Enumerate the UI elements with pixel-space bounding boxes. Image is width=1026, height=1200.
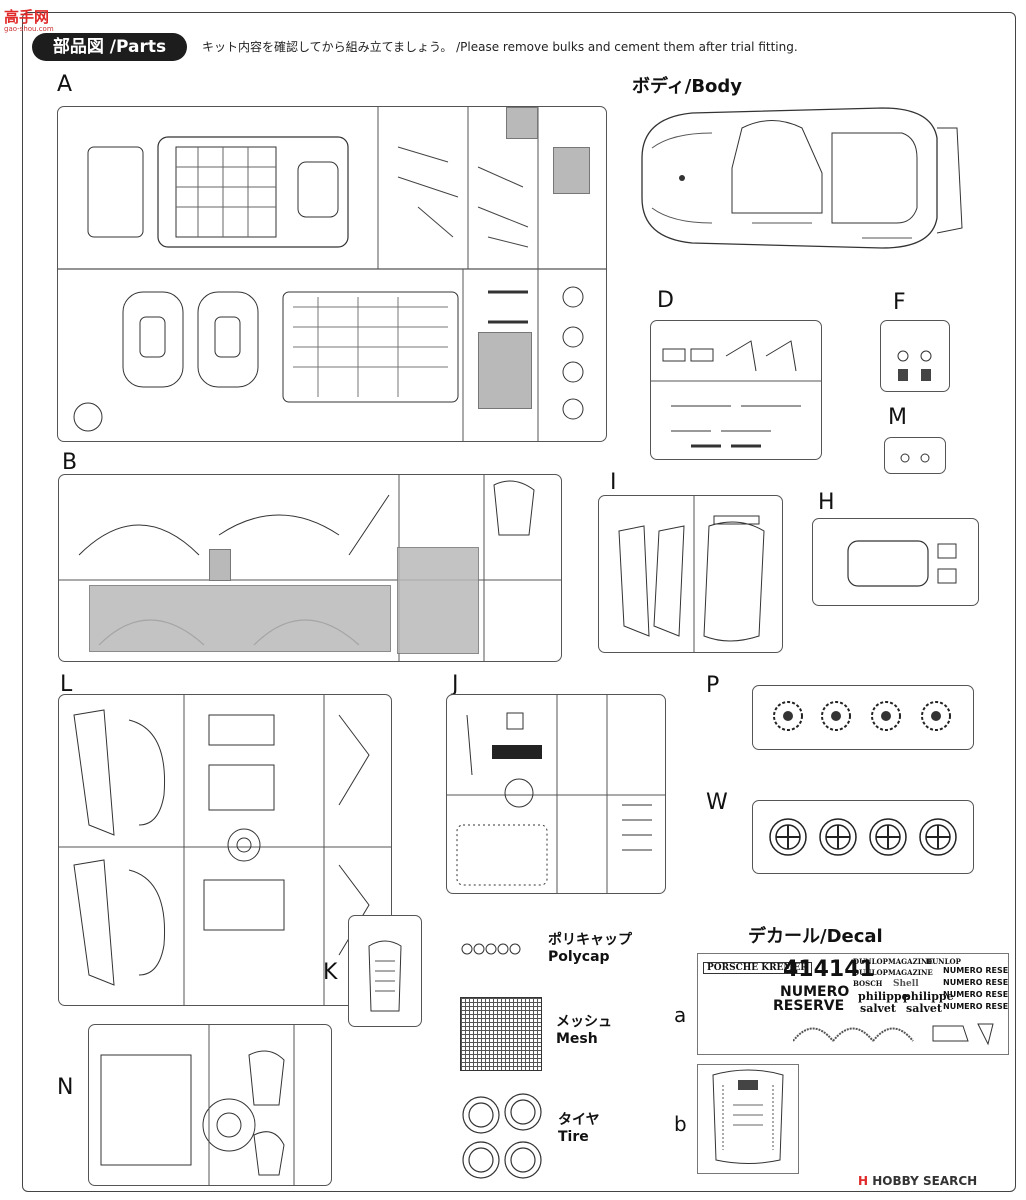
tire-label-en: Tire [558,1129,589,1145]
sprue-f-drawing [897,350,932,381]
decal-numero-reserve-2: NUMERO RESERVE [943,978,1009,987]
body-title: ボディ/Body [632,76,743,97]
decal-salvet-1: salvet [860,1002,896,1015]
decal-reserve: RESERVE [773,998,845,1014]
sprue-d [650,320,822,460]
sprue-letter-n: N [57,1075,74,1100]
sprue-j-drawing [447,695,665,893]
instruction-note: キット内容を確認してから組み立てましょう。 /Please remove bul… [202,40,798,54]
sprue-d-drawing [651,340,821,448]
parts-header-badge: 部品図 /Parts [32,33,187,61]
mesh-label-en: Mesh [556,1031,598,1047]
watermark-hobby-search-text: HOBBY SEARCH [872,1174,978,1188]
decal-kremer-logo: PORSCHE KREMER [703,962,812,974]
mesh-label: メッシュ Mesh [556,1014,612,1048]
sprue-p-drawing [773,701,951,731]
sprue-letter-h: H [818,490,835,515]
sprue-m-drawing [900,453,930,463]
decal-dunlop-3: DUNLOP [926,957,961,966]
body-shell-drawing [641,107,963,249]
sprue-letter-j: J [452,672,459,697]
decal-sheet-a-label: a [674,1003,687,1027]
sprue-a [57,106,607,442]
decal-title: デカール/Decal [748,926,883,947]
decal-arcs-drawing [793,1023,994,1046]
tire-label-jp: タイヤ [558,1112,600,1128]
sprue-b-gray-tab [209,549,231,581]
sprue-k [348,915,422,1027]
sprue-l [58,694,392,1006]
decal-shell: Shell [893,979,919,989]
polycap-label-jp: ポリキャップ [548,932,632,948]
sprue-b-wing-panel [397,547,479,654]
sprue-w-drawing [769,818,957,856]
sprue-letter-d: D [657,288,674,313]
sprue-b-fender-panel [89,585,391,652]
polycap-drawing [461,943,521,955]
polycap-label-en: Polycap [548,949,610,965]
sprue-i [598,495,783,653]
sprue-letter-m: M [888,405,907,430]
decal-dunlop-2: DUNLOP [853,968,888,977]
sprue-letter-p: P [706,673,720,698]
decal-philippe-1: philippe [858,990,909,1003]
sprue-p [752,685,974,750]
sprue-b [58,474,562,662]
sprue-h-drawing [847,540,957,587]
sprue-f [880,320,950,392]
sprue-k-drawing [368,940,402,1012]
mesh-sheet [460,997,542,1071]
sprue-h [812,518,979,606]
sprue-letter-b: B [62,450,78,475]
polycap-label: ポリキャップ Polycap [548,932,632,966]
sprue-w [752,800,974,874]
watermark-logo-left: 高手网 [4,8,50,26]
watermark-url-left: gao-shou.com [4,25,54,33]
sprue-n-drawing [100,1025,295,1185]
sprue-letter-f: F [893,290,906,315]
decal-bosch: BOSCH [853,979,883,988]
decal-numero-reserve-4: NUMERO RESERVE [943,1002,1009,1011]
sprue-letter-a: A [57,72,73,97]
decal-numero-reserve-3: NUMERO RESERVE [943,990,1009,999]
sprue-letter-l: L [60,672,73,697]
decal-race-number: 414141 [783,957,875,982]
decal-dunlop-1: DUNLOP [853,957,888,966]
sprue-a-drawing [58,107,606,441]
sprue-j [446,694,666,894]
decal-salvet-2: salvet [906,1002,942,1015]
sprue-n [88,1024,332,1186]
decal-numero: NUMERO [780,984,850,1000]
decal-sheet-b-drawing [712,1069,784,1164]
decal-philippe-2: philippe [903,990,954,1003]
watermark-hobby-search: H HOBBY SEARCH [858,1174,977,1188]
decal-sheet-a: PORSCHE KREMER 414141 DUNLOP DUNLOP MAGA… [697,953,1009,1055]
page-frame [22,12,1016,1192]
sprue-l-drawing [59,695,391,1005]
sprue-a-gray-part [553,147,590,194]
sprue-letter-k: K [323,960,338,985]
decal-numero-reserve-1: NUMERO RESERVE [943,966,1009,975]
sprue-a-gray-panel [478,332,532,409]
watermark-hobby-search-mark: H [858,1174,869,1188]
sprue-letter-w: W [706,790,728,815]
sprue-letter-i: I [610,470,617,495]
decal-magazine-1: MAGAZINE [888,957,933,966]
mesh-label-jp: メッシュ [556,1014,612,1030]
decal-sheet-b-label: b [674,1112,687,1136]
decal-sheet-b [697,1064,799,1174]
sprue-a-gray-tab [506,107,538,139]
tire-label: タイヤ Tire [558,1112,600,1146]
sprue-m [884,437,946,474]
sprue-i-drawing [618,496,765,652]
decal-magazine-2: MAGAZINE [888,968,933,977]
tires-drawing [462,1093,542,1179]
